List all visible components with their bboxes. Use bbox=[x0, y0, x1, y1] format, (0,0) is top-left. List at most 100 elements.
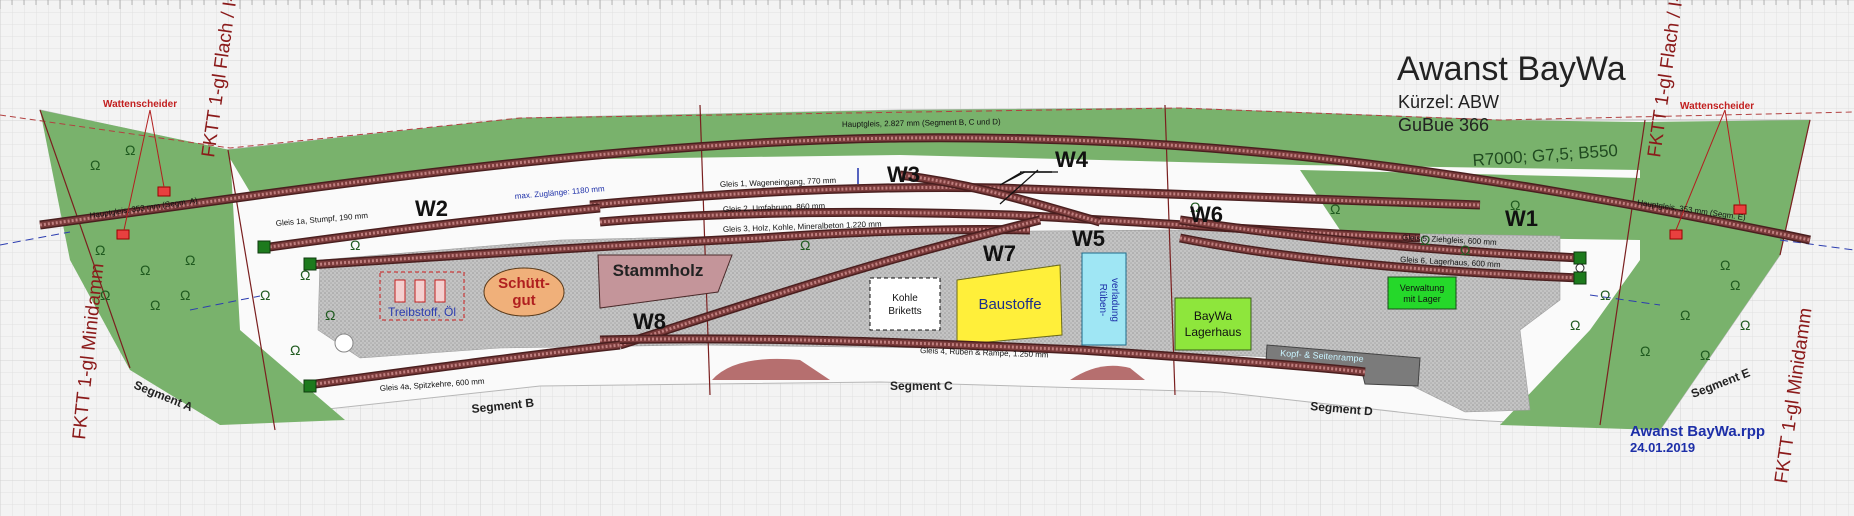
verwaltung-area bbox=[1387, 276, 1457, 310]
segment-label-d: Segment D bbox=[1310, 399, 1374, 418]
grass-symbol: Ω bbox=[140, 262, 150, 278]
grass-symbol: Ω bbox=[185, 252, 195, 268]
label-schuett-1: Schütt- bbox=[498, 275, 550, 292]
signal-right bbox=[1575, 263, 1585, 273]
buffer-gleis-1a bbox=[257, 240, 271, 254]
grass-symbol: Ω bbox=[1600, 287, 1610, 303]
grass-symbol: Ω bbox=[1700, 347, 1710, 363]
buffer-gleis-6 bbox=[1573, 271, 1587, 285]
wattenscheider-marker-right-2 bbox=[1669, 229, 1683, 240]
buffer-gleis-4a bbox=[303, 379, 317, 393]
grass-symbol: Ω bbox=[1720, 257, 1730, 273]
w4-pointer-diagonal bbox=[999, 169, 1039, 205]
label-hauptgleis: Hauptgleis, 2.827 mm (Segment B, C und D… bbox=[842, 117, 1001, 129]
wattenscheider-marker-left-2 bbox=[116, 229, 130, 240]
title-main: Awanst BayWa bbox=[1397, 50, 1626, 88]
label-stammholz: Stammholz bbox=[613, 261, 704, 280]
grass-symbol: Ω bbox=[325, 307, 335, 323]
segment-line-de bbox=[1599, 119, 1646, 426]
switch-w5: W5 bbox=[1072, 226, 1105, 251]
grass-symbol: Ω bbox=[95, 242, 105, 258]
grass-symbol: Ω bbox=[1190, 199, 1200, 215]
grass-right bbox=[1500, 120, 1810, 430]
label-kohle-2: Briketts bbox=[888, 306, 921, 317]
grass-symbol: Ω bbox=[1460, 242, 1470, 258]
grass-symbol: Ω bbox=[125, 142, 135, 158]
title-code: Kürzel: ABW bbox=[1398, 92, 1499, 112]
grass-left bbox=[40, 110, 345, 425]
grass-symbol: Ω bbox=[90, 157, 100, 173]
mound-left bbox=[712, 358, 830, 380]
label-gleis-4: Gleis 4, Rüben & Rampe, 1.250 mm bbox=[920, 346, 1049, 359]
track-gleis-4a-ties bbox=[307, 343, 621, 387]
grass-symbol: Ω bbox=[260, 287, 270, 303]
track-hauptgleis-ties bbox=[39, 136, 1811, 242]
footer-date: 24.01.2019 bbox=[1630, 440, 1695, 455]
segment-line-left bbox=[39, 109, 131, 369]
wattenscheider-pointer-right-2 bbox=[1724, 109, 1741, 206]
treibstoff-area bbox=[379, 271, 465, 321]
buffer-gleis-5 bbox=[1573, 251, 1587, 265]
grass-symbol: Ω bbox=[1510, 197, 1520, 213]
mound-right bbox=[1070, 365, 1145, 380]
yard-turntable bbox=[334, 333, 354, 353]
grass-symbol: Ω bbox=[1640, 343, 1650, 359]
track-gleis-5-ties bbox=[1179, 218, 1581, 260]
centerline-mid-left bbox=[189, 295, 261, 311]
label-gleis-2: Gleis 2, Umfahrung, 860 mm bbox=[723, 201, 826, 214]
tank-2 bbox=[414, 279, 426, 303]
label-baustoffe: Baustoffe bbox=[978, 296, 1041, 313]
wattenscheider-label-right: Wattenscheider bbox=[1680, 101, 1754, 112]
track-gleis-1a bbox=[261, 205, 601, 251]
grass-symbol: Ω bbox=[1570, 317, 1580, 333]
title-gubue: GuBue 366 bbox=[1398, 115, 1489, 135]
boundary-line-top bbox=[0, 107, 1854, 149]
grass-symbol: Ω bbox=[1680, 307, 1690, 323]
schuettgut-area bbox=[483, 267, 565, 317]
wattenscheider-marker-left-1 bbox=[157, 186, 171, 197]
footer-file: Awanst BayWa.rpp bbox=[1630, 423, 1765, 440]
centerline-mid-right bbox=[1589, 294, 1661, 306]
tank-1 bbox=[394, 279, 406, 303]
label-schuett-2: gut bbox=[512, 292, 535, 309]
track-gleis-4-ties bbox=[599, 337, 1366, 374]
label-verw-2: mit Lager bbox=[1403, 294, 1441, 304]
label-lager-2: Lagerhaus bbox=[1185, 325, 1242, 339]
label-gleis-1: Gleis 1, Wageneingang, 770 mm bbox=[720, 176, 837, 189]
grass-symbol: Ω bbox=[300, 267, 310, 283]
grass-symbol: Ω bbox=[150, 297, 160, 313]
switch-w4: W4 bbox=[1055, 147, 1089, 172]
label-rueben-2: verladung bbox=[1109, 278, 1120, 322]
tank-3 bbox=[434, 279, 446, 303]
grass-symbol: Ω bbox=[1420, 232, 1430, 248]
track-gleis-3-ties bbox=[307, 227, 1031, 267]
switch-w6: W6 bbox=[1190, 202, 1223, 227]
buffer-gleis-3 bbox=[303, 257, 317, 271]
switch-w3: W3 bbox=[887, 162, 920, 187]
segment-label-c: Segment C bbox=[890, 379, 953, 393]
centerline-left bbox=[0, 231, 71, 246]
switch-w7: W7 bbox=[983, 241, 1016, 266]
grass-symbol: Ω bbox=[350, 237, 360, 253]
track-w3-w5-ties bbox=[899, 173, 1101, 224]
switch-w2: W2 bbox=[415, 196, 448, 221]
wattenscheider-pointer-left bbox=[123, 109, 151, 231]
grass-symbol: Ω bbox=[290, 342, 300, 358]
grass-symbol: Ω bbox=[1740, 317, 1750, 333]
label-lager-1: BayWa bbox=[1194, 309, 1233, 323]
wattenscheider-label-left: Wattenscheider bbox=[103, 99, 177, 110]
grass-symbol: Ω bbox=[1730, 277, 1740, 293]
rueben-area bbox=[1081, 252, 1127, 346]
lagerhaus-area bbox=[1174, 297, 1252, 351]
grass-symbol: Ω bbox=[800, 237, 810, 253]
stammholz-area bbox=[597, 254, 733, 309]
track-w7-w8-ties bbox=[619, 218, 1041, 347]
switch-w1: W1 bbox=[1505, 206, 1538, 231]
segment-label-b: Segment B bbox=[471, 395, 535, 416]
grass-symbol: Ω bbox=[180, 287, 190, 303]
track-gleis-6-ties bbox=[1179, 236, 1581, 280]
baustoffe-area bbox=[956, 264, 1063, 346]
segment-line-bc bbox=[699, 104, 711, 396]
